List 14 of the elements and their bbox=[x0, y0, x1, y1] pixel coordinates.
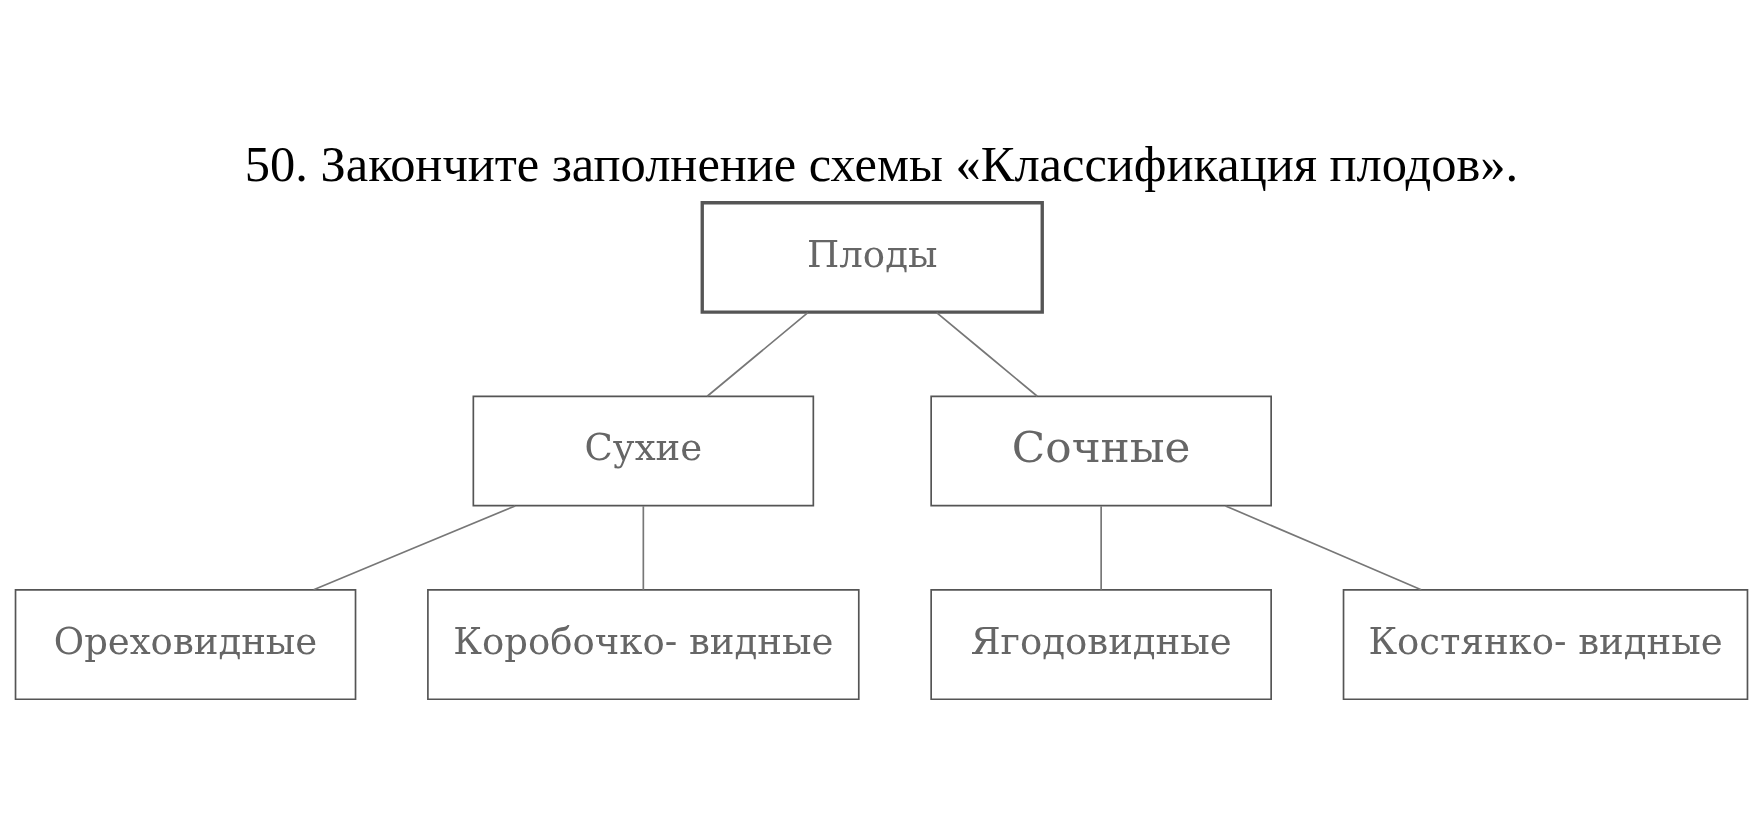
node-box: Сочные bbox=[930, 394, 1272, 507]
connector bbox=[642, 504, 645, 591]
connector bbox=[706, 311, 809, 397]
connector bbox=[312, 504, 517, 590]
node-box: Коробочко- видные bbox=[427, 588, 860, 700]
connector bbox=[1224, 504, 1422, 590]
connector bbox=[1100, 504, 1102, 591]
node-box: Сухие bbox=[472, 394, 815, 507]
node-box: Костянко- видные bbox=[1342, 588, 1749, 700]
node-box: Плоды bbox=[700, 200, 1044, 314]
connector bbox=[935, 311, 1039, 397]
diagram-title: 50. Закончите заполнение схемы «Классификация плодов». bbox=[244, 135, 1519, 192]
node-box: Ягодовидные bbox=[930, 588, 1272, 700]
node-box: Ореховидные bbox=[14, 588, 357, 700]
